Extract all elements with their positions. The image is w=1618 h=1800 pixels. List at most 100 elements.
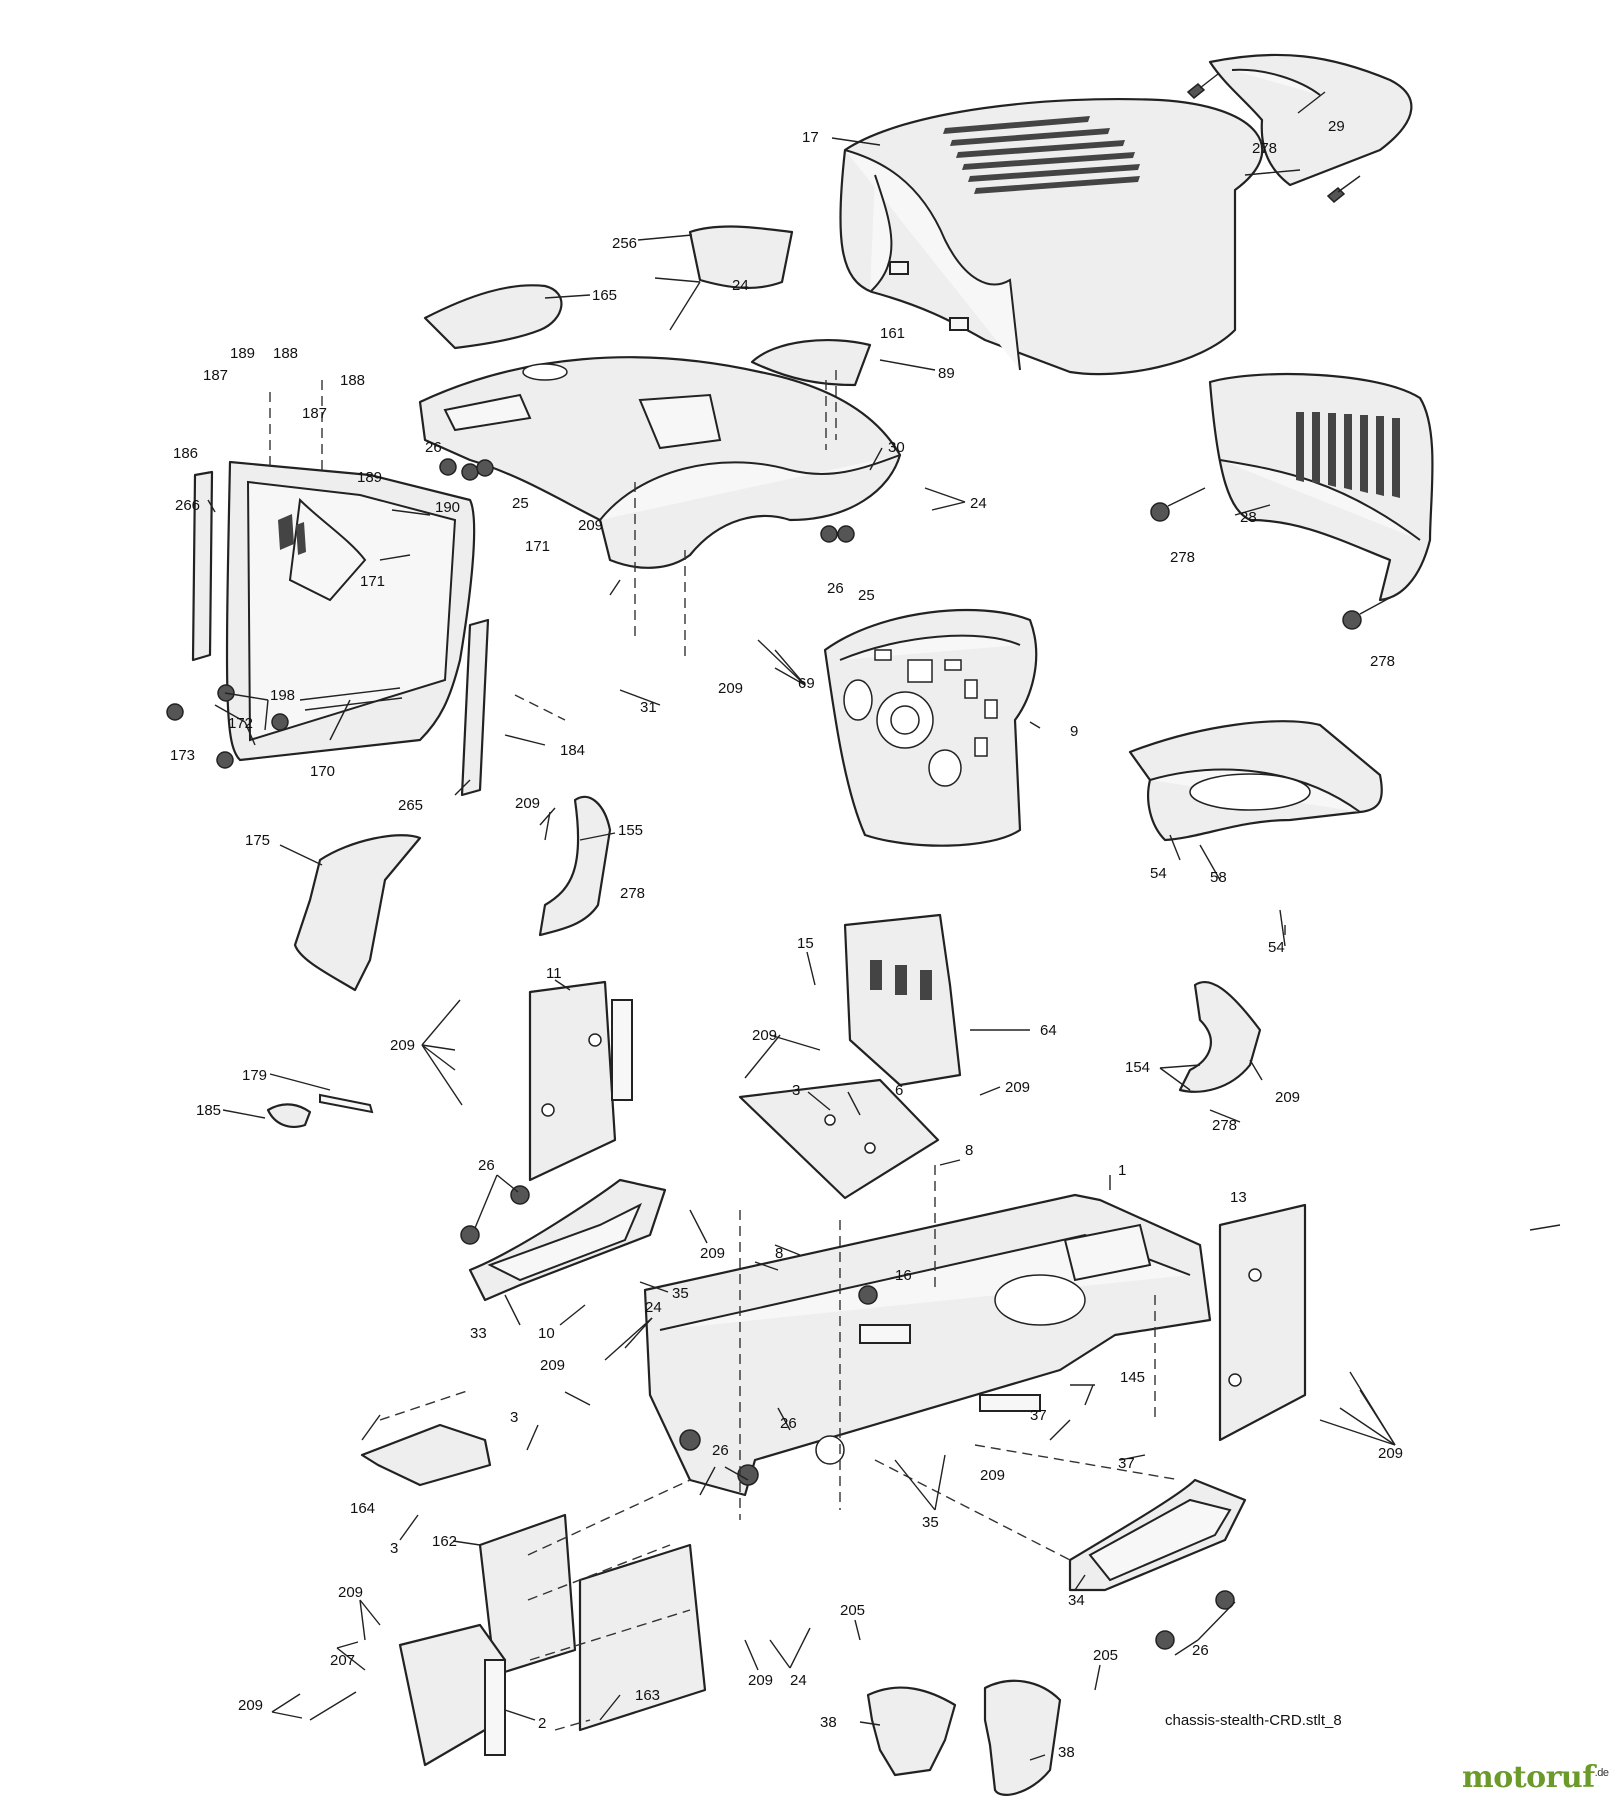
label-207: 207 (330, 1652, 355, 1669)
label-3: 3 (792, 1082, 800, 1099)
label-179: 179 (242, 1067, 267, 1084)
logo-suffix: .de (1594, 1767, 1609, 1779)
label-164: 164 (350, 1500, 375, 1517)
label-172: 172 (228, 715, 253, 732)
label-16: 16 (895, 1267, 912, 1284)
label-9: 9 (1070, 723, 1078, 740)
plate-part-6 (738, 1078, 940, 1200)
label-171: 171 (360, 573, 385, 590)
label-30: 30 (888, 439, 905, 456)
diagram-caption: chassis-stealth-CRD.stlt_8 (1165, 1712, 1342, 1729)
label-209: 209 (578, 517, 603, 534)
rear-shroud-vents (1296, 412, 1400, 498)
label-205: 205 (840, 1602, 865, 1619)
label-188: 188 (273, 345, 298, 362)
rail-part-265 (460, 618, 490, 797)
label-24: 24 (970, 495, 987, 512)
label-26: 26 (425, 439, 442, 456)
label-278: 278 (1370, 653, 1395, 670)
label-155: 155 (618, 822, 643, 839)
label-33: 33 (470, 1325, 487, 1342)
plate-part-164 (360, 1423, 492, 1487)
cover-part-165 (423, 284, 563, 350)
label-209: 209 (980, 1467, 1005, 1484)
label-17: 17 (802, 129, 819, 146)
label-278: 278 (620, 885, 645, 902)
panel-part-89 (750, 338, 872, 387)
label-161: 161 (880, 325, 905, 342)
plate-part-162 (478, 1513, 577, 1677)
label-189: 189 (357, 469, 382, 486)
bracket-part-38b (983, 1679, 1062, 1796)
label-265: 265 (398, 797, 423, 814)
label-11: 11 (546, 965, 562, 982)
label-2: 2 (538, 1715, 546, 1732)
shield-part-175 (293, 834, 422, 992)
bracket-part-2 (398, 1623, 507, 1767)
label-185: 185 (196, 1102, 221, 1119)
label-209: 209 (1275, 1089, 1300, 1106)
label-278: 278 (1212, 1117, 1237, 1134)
bracket-part-155 (538, 795, 612, 937)
label-209: 209 (1005, 1079, 1030, 1096)
label-35: 35 (672, 1285, 689, 1302)
label-26: 26 (827, 580, 844, 597)
label-3: 3 (390, 1540, 398, 1557)
screw-icon (1186, 73, 1361, 204)
label-154: 154 (1125, 1059, 1150, 1076)
label-162: 162 (432, 1533, 457, 1550)
leader-lines (207, 91, 1561, 1761)
hood-part-17 (839, 97, 1264, 376)
label-3: 3 (510, 1409, 518, 1426)
label-69: 69 (798, 675, 815, 692)
label-28: 28 (1240, 509, 1257, 526)
label-29: 29 (1328, 118, 1345, 135)
hood-vents (943, 116, 1140, 194)
label-35: 35 (922, 1514, 939, 1531)
label-187: 187 (203, 367, 228, 384)
seat-pan-part-58 (1128, 720, 1383, 842)
label-184: 184 (560, 742, 585, 759)
grille-slots (278, 514, 306, 555)
plate-part-163 (578, 1543, 707, 1732)
rod-part-179 (319, 1093, 374, 1114)
label-205: 205 (1093, 1647, 1118, 1664)
label-25: 25 (858, 587, 875, 604)
label-37: 37 (1030, 1407, 1047, 1424)
watermark-logo: motoruf.de (1462, 1760, 1609, 1795)
logo-text: motoruf (1462, 1760, 1595, 1795)
label-171: 171 (525, 538, 550, 555)
label-6: 6 (895, 1082, 903, 1099)
label-15: 15 (797, 935, 814, 952)
label-58: 58 (1210, 869, 1227, 886)
label-26: 26 (1192, 1642, 1209, 1659)
label-278: 278 (1252, 140, 1277, 157)
label-25: 25 (512, 495, 529, 512)
label-38: 38 (1058, 1744, 1075, 1761)
label-256: 256 (612, 235, 637, 252)
label-34: 34 (1068, 1592, 1085, 1609)
label-1: 1 (1118, 1162, 1126, 1179)
label-209: 209 (390, 1037, 415, 1054)
label-8: 8 (965, 1142, 973, 1159)
label-186: 186 (173, 445, 198, 462)
label-209: 209 (752, 1027, 777, 1044)
label-278: 278 (1170, 549, 1195, 566)
plate-part-13 (1218, 1203, 1307, 1442)
label-189: 189 (230, 345, 255, 362)
label-209: 209 (238, 1697, 263, 1714)
dash-console-part-9 (823, 608, 1038, 847)
bracket-part-29 (1208, 53, 1413, 187)
cover-part-256 (688, 225, 794, 290)
label-266: 266 (175, 497, 200, 514)
label-64: 64 (1040, 1022, 1057, 1039)
label-54: 54 (1150, 865, 1167, 882)
label-209: 209 (700, 1245, 725, 1262)
plate-part-11 (528, 980, 633, 1182)
label-89: 89 (938, 365, 955, 382)
label-24: 24 (790, 1672, 807, 1689)
bracket-part-38a (866, 1686, 957, 1777)
label-26: 26 (780, 1415, 797, 1432)
bracket-part-154 (1178, 980, 1262, 1093)
